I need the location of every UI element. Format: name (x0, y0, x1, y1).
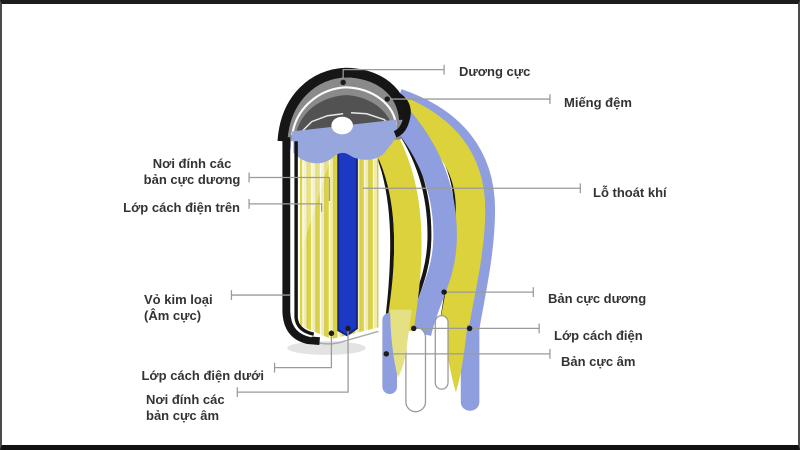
label-positive-tab-line1: Nơi đính các (152, 156, 232, 171)
label-negative-tab: Nơi đính các bản cực âm (146, 392, 225, 424)
leader-dots (328, 79, 473, 357)
label-positive-tab-line2: bản cực dương (143, 172, 241, 187)
leader-positive-tab (248, 172, 331, 201)
label-positive-terminal: Dương cực (459, 64, 531, 79)
label-metal-case-line2: (Âm cực) (144, 308, 202, 323)
gasket-ring (290, 119, 399, 164)
leader-positive-terminal (342, 64, 445, 81)
leader-positive-plate (444, 287, 534, 298)
label-lower-insulator: Lớp cách điện dưới (141, 368, 264, 383)
label-metal-case: Vỏ kim loại (Âm cực) (144, 292, 213, 324)
label-negative-tab-line1: Nơi đính các (146, 392, 225, 407)
case-outer-wall (282, 137, 320, 346)
vent-hole (331, 116, 353, 135)
leader-metal-case (230, 290, 291, 300)
label-gas-vent: Lỗ thoát khí (593, 185, 667, 200)
leader-negative-tab (236, 330, 349, 397)
label-metal-case-line1: Vỏ kim loại (144, 292, 213, 307)
label-gasket: Miếng đệm (564, 95, 632, 110)
leader-gas-vent (362, 183, 581, 194)
separator-ribbon-middle-tail (405, 326, 427, 413)
label-positive-tab: Nơi đính các bản cực dương (134, 156, 250, 188)
positive-plate-ribbon-outer (384, 93, 486, 325)
label-negative-tab-line2: bản cực âm (146, 408, 219, 423)
leader-negative-plate (386, 348, 551, 359)
battery-diagram (230, 64, 581, 413)
label-separator: Lớp cách điện (554, 328, 643, 343)
metal-case (282, 137, 320, 346)
label-positive-plate: Bản cực dương (548, 291, 647, 306)
separator-ribbon-middle (390, 109, 457, 337)
leader-upper-insulator (248, 199, 323, 212)
label-upper-insulator: Lớp cách điện trên (123, 200, 240, 215)
leader-separator (413, 323, 540, 334)
leader-lower-insulator (273, 334, 333, 373)
label-negative-plate: Bản cực âm (561, 354, 636, 369)
leader-gasket (387, 94, 551, 104)
leader-lines (230, 64, 581, 397)
